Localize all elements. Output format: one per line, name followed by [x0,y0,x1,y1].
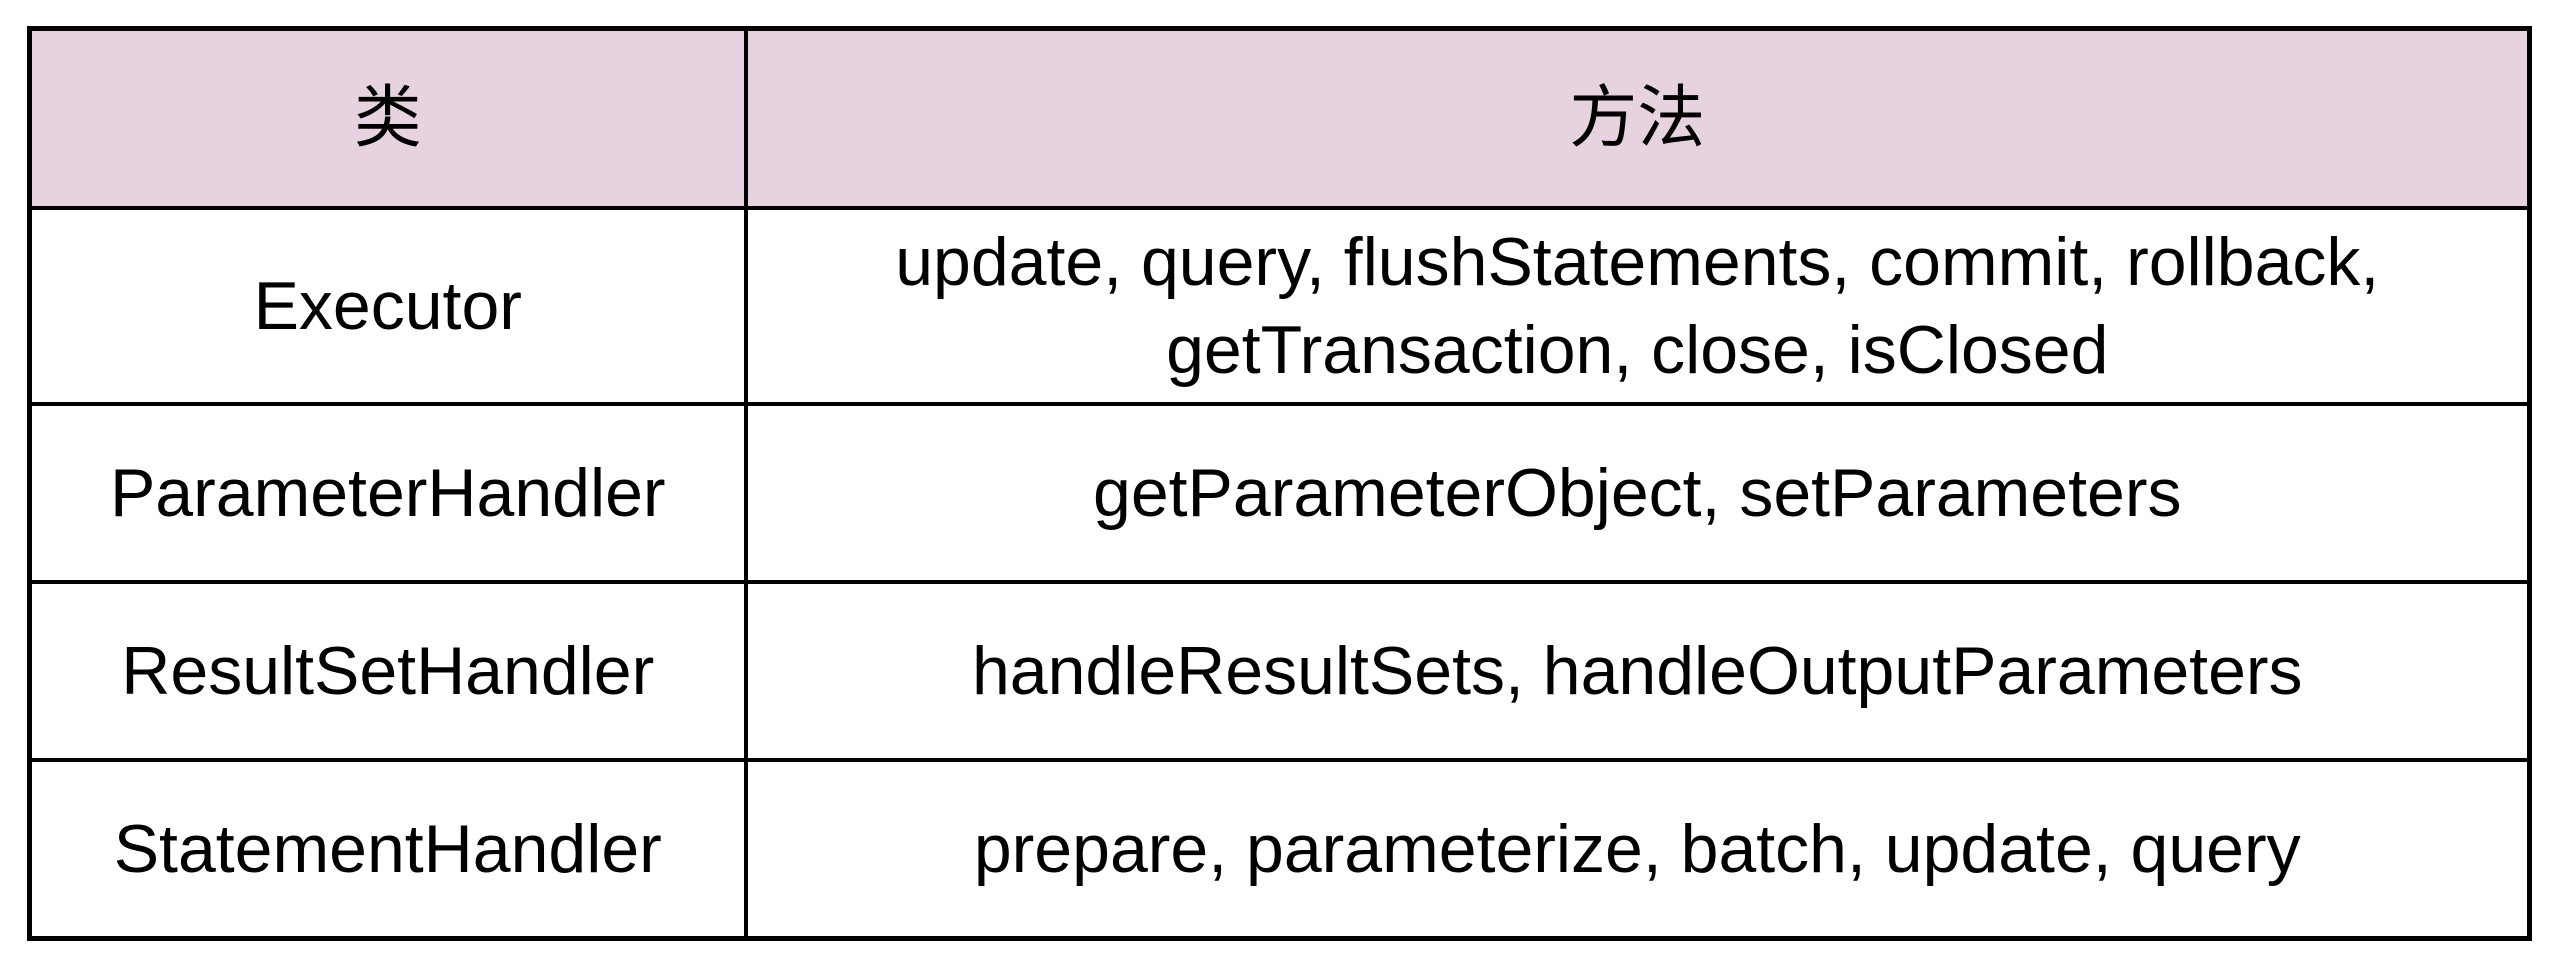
table-body: Executor update, query, flushStatements,… [27,205,2532,941]
header-row: 类 方法 [27,26,2532,210]
table-row: StatementHandler prepare, parameterize, … [27,758,2532,941]
class-methods-table: 类 方法 Executor update, query, flushStatem… [27,26,2532,941]
methods-cell: getParameterObject, setParameters [743,402,2532,585]
class-cell: ParameterHandler [27,402,748,585]
class-cell: Executor [27,205,748,407]
table-row: Executor update, query, flushStatements,… [27,205,2532,407]
table-row: ResultSetHandler handleResultSets, handl… [27,580,2532,763]
methods-cell: update, query, flushStatements, commit, … [743,205,2532,407]
column-header-methods: 方法 [743,26,2532,210]
methods-cell: handleResultSets, handleOutputParameters [743,580,2532,763]
methods-cell: prepare, parameterize, batch, update, qu… [743,758,2532,941]
column-header-class: 类 [27,26,748,210]
class-cell: StatementHandler [27,758,748,941]
class-cell: ResultSetHandler [27,580,748,763]
table-header: 类 方法 [27,26,2532,210]
table-row: ParameterHandler getParameterObject, set… [27,402,2532,585]
